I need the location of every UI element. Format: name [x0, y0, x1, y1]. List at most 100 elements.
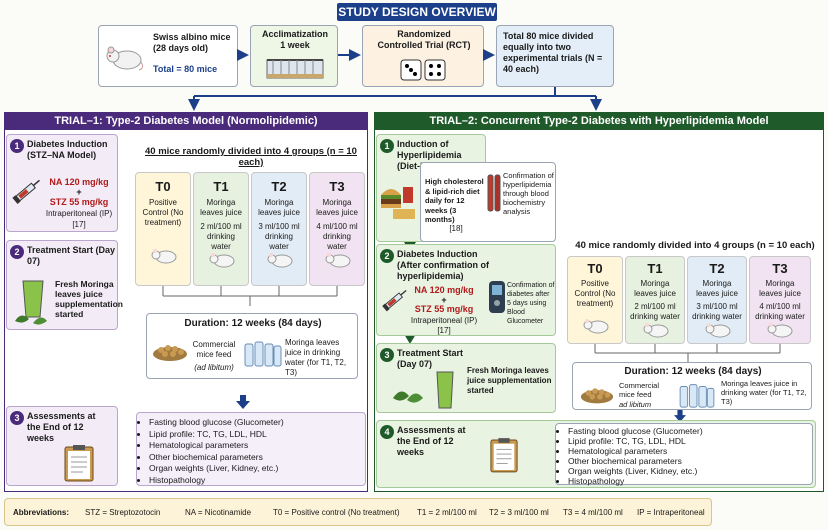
trial2-step2-title: Diabetes Induction (After confirmation o…: [397, 249, 489, 281]
trial1-step1-ref: [17]: [72, 220, 86, 229]
mouse-icon: [705, 323, 731, 338]
mice-line1: Swiss albino mice: [153, 32, 231, 42]
accl-line2: 1 week: [280, 40, 310, 50]
trial2-header-text: TRIAL–2: Concurrent Type-2 Diabetes with…: [429, 115, 769, 127]
trial2-step4-number: 4: [380, 425, 394, 439]
trial2-step2-number: 2: [380, 249, 394, 263]
clipboard-icon: [64, 445, 94, 482]
trial1-t1-desc: Moringa leaves juice: [200, 198, 242, 217]
trial1-random-label: 40 mice randomly divided into 4 groups (…: [145, 146, 357, 168]
abbreviations-bar: Abbreviations: STZ = Streptozotocin NA =…: [4, 498, 712, 526]
abbreviation-item: T1 = 2 ml/100 ml: [417, 508, 477, 517]
trial1-step1: 1 Diabetes Induction (STZ–NA Model) NA 1…: [6, 134, 118, 232]
trial2-step1-diet: High cholesterol & lipid-rich diet daily…: [425, 177, 484, 224]
trial1-t1-dose: 2 ml/100 ml drinking water: [200, 222, 242, 251]
trial1-step2-number: 2: [10, 245, 24, 259]
trial1-header-text: TRIAL–1: Type-2 Diabetes Model (Normolip…: [54, 115, 318, 127]
water-bottles-icon: [244, 341, 282, 367]
accl-line1: Acclimatization: [261, 29, 328, 39]
trial2-random-text: 40 mice randomly divided into 4 groups (…: [575, 240, 815, 251]
trial2-assessment-item: Other biochemical parameters: [568, 456, 812, 466]
mice-line2: (28 days old): [153, 43, 209, 53]
trial2-t1-label: T1: [647, 261, 663, 276]
syringe-icon: [382, 289, 407, 312]
trial1-step2-title: Treatment Start (Day 07): [27, 245, 116, 266]
glucometer-icon: [489, 281, 505, 313]
trial2-step3-text: Fresh Moringa leaves juice supplementati…: [467, 366, 552, 395]
trial1-group-t2: T2 Moringa leaves juice 3 ml/100 ml drin…: [251, 172, 307, 286]
trial1-step1-title: Diabetes Induction (STZ–NA Model): [27, 139, 108, 160]
cage-icon: [266, 59, 324, 79]
flow-arrows: [188, 49, 602, 111]
trial1-assessment-item: Fasting blood glucose (Glucometer): [149, 417, 365, 429]
division-text: Total 80 mice divided equally into two e…: [503, 31, 603, 74]
trial1-t0-desc: Positive Control (No treatment): [142, 198, 184, 227]
trial2-t1-dose: 2 ml/100 ml drinking water: [630, 302, 680, 321]
trial2-arrow-2: [405, 336, 415, 344]
trial1-t3-desc: Moringa leaves juice: [316, 198, 358, 217]
acclimatization-box: Acclimatization 1 week: [250, 25, 338, 87]
trial1-group-t0: T0 Positive Control (No treatment): [135, 172, 191, 286]
dice-icon: [400, 59, 446, 81]
trial2-assessment-item: Lipid profile: TC, TG, LDL, HDL: [568, 436, 812, 446]
syringe-icon: [12, 179, 40, 204]
trial2-step1-number: 1: [380, 139, 394, 153]
trial1-t0-label: T0: [155, 179, 171, 194]
trial1-t3-label: T3: [329, 179, 345, 194]
juice-glass-icon: [436, 371, 454, 409]
trial1-t2-desc: Moringa leaves juice: [258, 198, 300, 217]
trial2-group-t3: T3 Moringa leaves juice 4 ml/100 ml drin…: [749, 256, 811, 344]
trial1-step2-text: Fresh Moringa leaves juice supplementati…: [55, 279, 124, 319]
division-box: Total 80 mice divided equally into two e…: [496, 25, 614, 87]
trial2-duration-box: Duration: 12 weeks (84 days) Commercial …: [572, 362, 812, 410]
trial2-assessment-item: Hematological parameters: [568, 446, 812, 456]
clipboard-icon: [490, 438, 518, 473]
mouse-icon: [209, 253, 235, 268]
abbreviation-item: STZ = Streptozotocin: [85, 508, 161, 517]
trial1-assessment-item: Histopathology: [149, 475, 365, 487]
trial1-step3-number: 3: [10, 411, 24, 425]
trial2-step2-dose2: STZ 55 mg/kg: [414, 304, 474, 314]
rct-box: Randomized Controlled Trial (RCT): [362, 25, 484, 87]
trial2-step4: 4 Assessments at the End of 12 weeks Fas…: [376, 420, 816, 488]
trial1-group-connector: [162, 286, 338, 306]
trial1-assessment-item: Lipid profile: TC, TG, LDL, HDL: [149, 429, 365, 441]
rct-line2: Controlled Trial (RCT): [377, 40, 471, 50]
trial1-feed-text: Commercial mice feed: [192, 340, 236, 359]
trial2-t0-desc: Positive Control (No treatment): [574, 279, 616, 308]
mouse-icon: [643, 323, 669, 338]
trial2-t3-dose: 4 ml/100 ml drinking water: [755, 302, 805, 321]
feed-pellets-icon: [580, 388, 614, 404]
trial1-step2: 2 Treatment Start (Day 07) Fresh Moringa…: [6, 240, 124, 330]
trial2-group-connector: [594, 344, 781, 362]
trial2-t2-desc: Moringa leaves juice: [696, 279, 738, 298]
trial2-step1-ref: [18]: [449, 224, 463, 233]
trial1-feed-sub: (ad libitum): [194, 363, 234, 372]
trial2-down-arrow: [674, 410, 686, 422]
trial2-step2-route: Intraperitoneal (IP): [410, 316, 478, 325]
mouse-icon: [325, 253, 351, 268]
abbreviation-item: NA = Nicotinamide: [185, 508, 252, 517]
trial2-t3-desc: Moringa leaves juice: [759, 279, 801, 298]
trial2-assessment-item: Histopathology: [568, 476, 812, 486]
mouse-icon: [267, 253, 293, 268]
mouse-icon: [151, 249, 177, 264]
trial1-header: TRIAL–1: Type-2 Diabetes Model (Normolip…: [4, 112, 368, 130]
trial1-assessments: Fasting blood glucose (Glucometer) Lipid…: [136, 412, 366, 486]
trial2-header: TRIAL–2: Concurrent Type-2 Diabetes with…: [374, 112, 824, 130]
trial1-assessment-item: Organ weights (Liver, Kidney, etc.): [149, 463, 365, 475]
trial1-step1-dose2: STZ 55 mg/kg: [49, 197, 109, 207]
trial2-assessment-item: Organ weights (Liver, Kidney, etc.): [568, 466, 812, 476]
trial2-t3-label: T3: [772, 261, 788, 276]
trial2-step2: 2 Diabetes Induction (After confirmation…: [376, 244, 556, 336]
trial1-step1-route: Intraperitoneal (IP): [45, 209, 113, 218]
rct-line1: Randomized: [397, 29, 451, 39]
mouse-icon: [583, 319, 609, 334]
trial1-t2-label: T2: [271, 179, 287, 194]
trial1-step1-dose1: NA 120 mg/kg: [49, 177, 109, 187]
juice-glass-icon: [15, 280, 47, 325]
trial2-t0-label: T0: [587, 261, 603, 276]
trial2-step4-title: Assessments at the End of 12 weeks: [397, 425, 466, 457]
trial2-step3-title: Treatment Start (Day 07): [397, 348, 464, 369]
trial2-feed-sub: ad libitum: [619, 400, 652, 409]
